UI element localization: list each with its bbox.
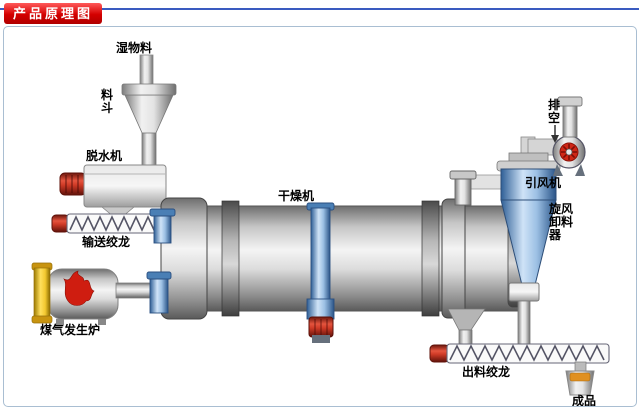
hot-air-connector [146,271,172,314]
drum-inlet-connector [149,208,176,244]
feed-auger-shape [51,213,169,234]
diagram-svg [31,54,610,396]
label-discharge-auger: 出料绞龙 [462,365,511,379]
cyclone-shape [496,136,561,346]
riding-ring [421,200,440,317]
product-bin-shape [565,361,595,396]
dewatering-machine-shape [59,164,167,218]
label-gas-furnace: 煤气发生炉 [40,323,101,337]
vent-arrow-icon [551,125,559,143]
fan-shape [552,135,586,176]
drum-outlet-riser [449,170,477,206]
discharge-auger-shape [429,343,610,364]
rotary-valve [508,282,540,302]
diagram-panel: 湿物料 料斗 脱水机 输送绞龙 煤气发生炉 干燥机 排空 引风机 旋风卸料器 出… [3,26,637,407]
label-cyclone: 旋风卸料器 [549,202,574,242]
page-title: 产品原理图 [4,3,103,24]
label-hopper: 料斗 [101,88,114,115]
hopper-shape [121,83,177,170]
label-dewatering: 脱水机 [86,149,123,163]
drum-support-column [306,202,335,343]
wet-material-chute [139,54,154,88]
drum-discharge-funnel [447,308,486,347]
rotary-drum-shape [160,197,529,320]
top-divider [0,8,639,10]
gas-furnace-shape [31,262,155,325]
cyclone-drop-pipe [517,300,531,346]
riding-ring [221,200,240,317]
label-feed-auger: 输送绞龙 [82,235,131,249]
label-wet-material: 湿物料 [116,41,153,55]
flame-icon [63,270,95,306]
label-dryer: 干燥机 [278,189,315,203]
label-vent: 排空 [548,98,561,125]
hot-air-pipe [115,282,155,299]
label-fan: 引风机 [525,176,562,190]
exhaust-stack-shape [557,96,583,138]
label-product: 成品 [572,394,597,407]
